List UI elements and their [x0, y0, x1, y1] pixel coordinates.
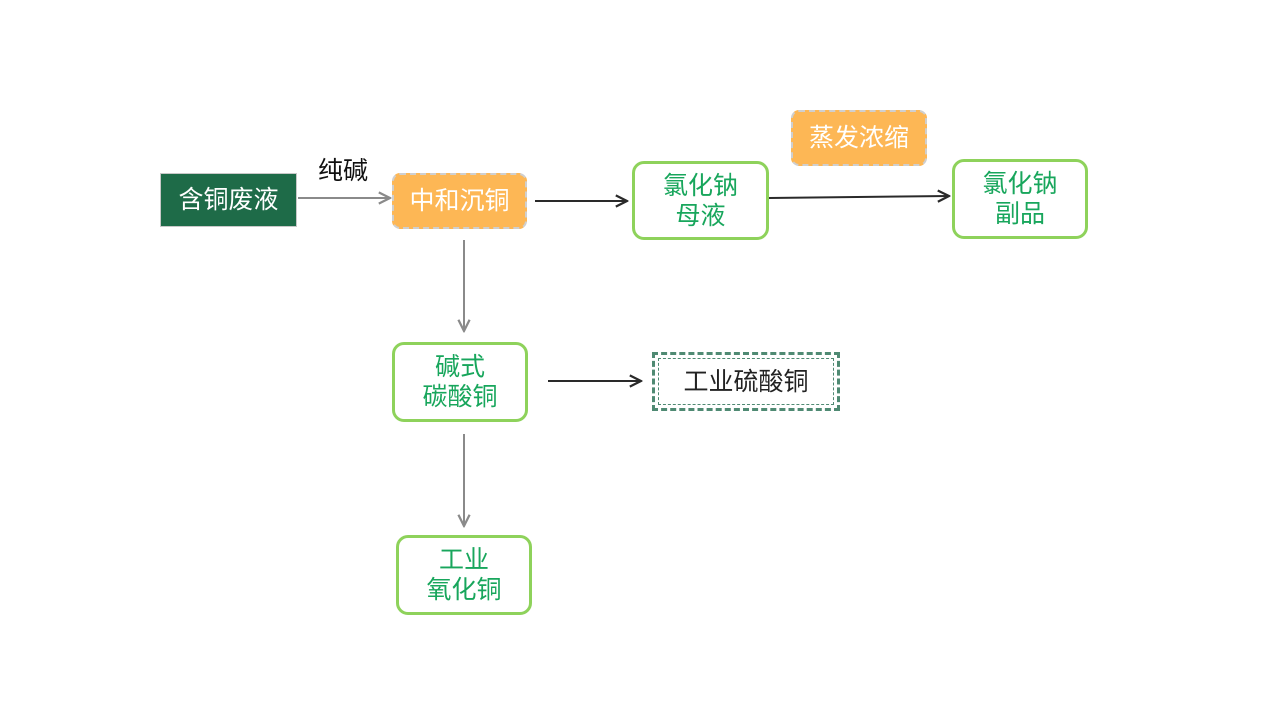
node-industrial-copper-sulfate: 工业硫酸铜	[652, 352, 840, 411]
node-label: 含铜废液	[178, 185, 279, 214]
node-nacl-byproduct: 氯化钠 副品	[952, 159, 1088, 239]
node-label: 工业硫酸铜	[683, 366, 809, 396]
node-label-line-1: 氯化钠	[982, 169, 1058, 198]
node-copper-waste-liquid: 含铜废液	[160, 173, 297, 227]
arrow-mother-to-byprod	[768, 196, 949, 198]
node-label-line-2: 母液	[675, 200, 726, 230]
edge-label-soda: 纯碱	[318, 156, 369, 185]
node-label-line-1: 氯化钠	[662, 170, 738, 200]
node-evaporation-concentration: 蒸发浓缩	[791, 110, 927, 166]
node-label: 蒸发浓缩	[808, 123, 909, 152]
node-label-line-1: 碱式	[434, 352, 485, 381]
node-basic-copper-carbonate: 碱式 碳酸铜	[392, 342, 528, 422]
node-nacl-mother-liquor: 氯化钠 母液	[632, 161, 769, 240]
node-label-line-2: 副品	[994, 199, 1045, 228]
node-label-line-2: 氧化铜	[426, 575, 502, 604]
node-neutralization-precipitation: 中和沉铜	[392, 173, 527, 229]
node-label-line-2: 碳酸铜	[422, 382, 498, 411]
node-label: 中和沉铜	[409, 186, 510, 215]
node-industrial-copper-oxide: 工业 氧化铜	[396, 535, 532, 615]
node-label-line-1: 工业	[438, 545, 489, 574]
